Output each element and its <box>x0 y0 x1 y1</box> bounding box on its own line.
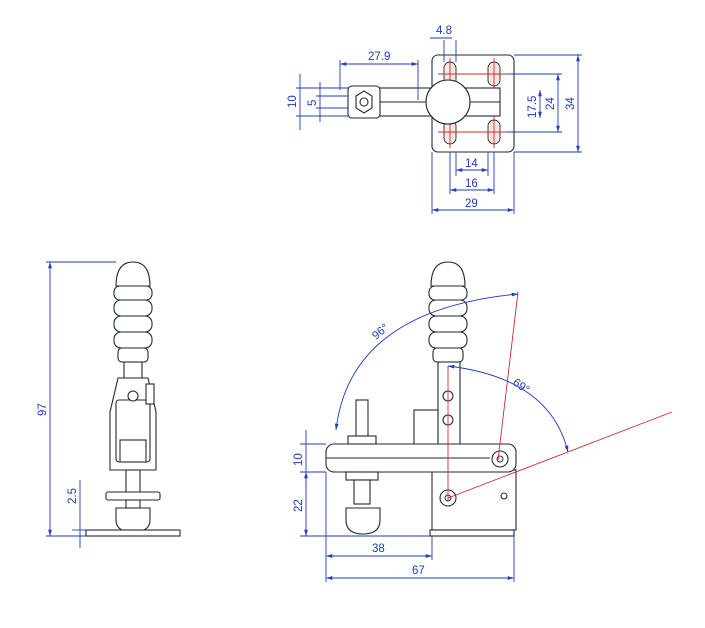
dim-base-thickness-text: 2.5 <box>67 488 79 504</box>
dim-total-length-text: 67 <box>412 565 425 577</box>
side-view-handle-grip <box>113 261 153 363</box>
front-view: 96° 69° 10 22 38 67 <box>293 261 673 582</box>
dim-slot-spacing-h-text: 14 <box>465 158 478 170</box>
dim-hole-dia-text: 4.8 <box>436 25 452 37</box>
dim-base-width-text: 29 <box>465 198 478 210</box>
dim-slot-spacing-v-text: 17.5 <box>527 96 539 118</box>
top-view-pivot <box>425 79 471 125</box>
side-view: 97 2.5 <box>37 261 181 548</box>
dim-base-length-text: 34 <box>565 97 577 110</box>
dim-open-angle-text: 96° <box>370 322 391 342</box>
dim-spindle-height-text-front: 22 <box>293 499 305 512</box>
dim-spindle-height-text: 10 <box>287 95 299 108</box>
front-view-open-line-1 <box>497 291 519 461</box>
top-view-mounting-slots <box>438 58 506 148</box>
dim-total-height-text: 97 <box>37 403 49 416</box>
dim-arm-thickness-text: 10 <box>293 453 305 466</box>
front-view-open-line-2 <box>447 411 673 499</box>
dim-handle-angle-arc <box>447 364 569 453</box>
side-view-base <box>85 529 181 537</box>
front-view-base <box>429 529 515 537</box>
top-view: 4.8 27.9 10 5 17.5 24 34 14 <box>287 25 582 214</box>
dim-spindle-reach-text: 38 <box>372 543 385 555</box>
dim-hole-spacing-h-text: 16 <box>465 178 478 190</box>
dim-hole-spacing-v-text: 24 <box>545 97 557 110</box>
dim-arm-reach-text: 27.9 <box>368 51 390 63</box>
top-view-spindle-nut <box>347 85 381 119</box>
dim-spindle-width-text: 5 <box>307 100 319 106</box>
dim-open-angle-arc <box>334 292 519 431</box>
side-view-linkage <box>105 361 161 533</box>
